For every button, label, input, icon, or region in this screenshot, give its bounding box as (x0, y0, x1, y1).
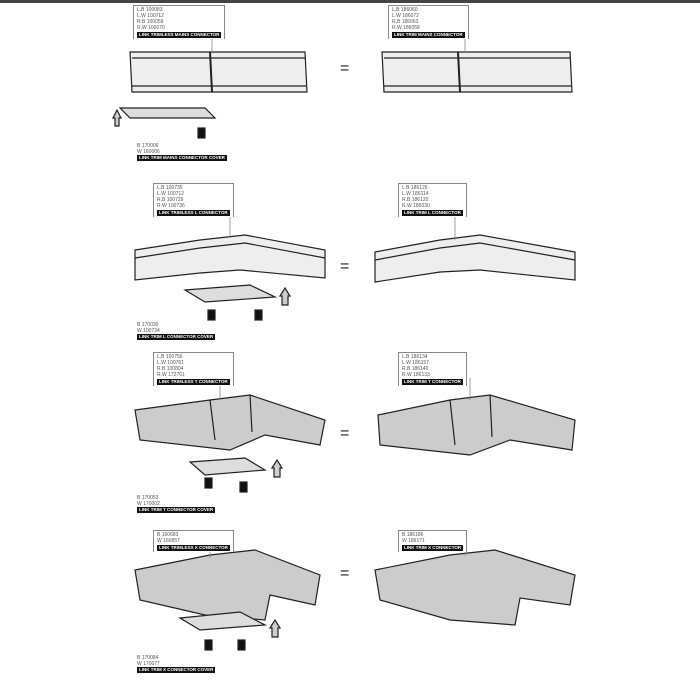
code: R.B 100729 (157, 197, 184, 203)
l-connector-trimless (134, 234, 326, 281)
code: B 170053 (137, 495, 159, 501)
code: L.B 186060 (392, 7, 418, 13)
t-connector-trimless (134, 394, 326, 451)
l-connector-trim (374, 234, 576, 283)
code: R.B 186063 (392, 19, 419, 25)
code: B 170006 (137, 143, 159, 149)
title: LINK TRIMLESS L CONNECTOR (157, 210, 230, 216)
code: W 100734 (137, 328, 160, 334)
t-connector-cover (188, 457, 267, 476)
code: L.B 186134 (402, 354, 428, 360)
x-connector-cover (178, 611, 268, 631)
code: L.B 100735 (157, 185, 183, 191)
code: R.B 100059 (137, 19, 164, 25)
code: L.W 100712 (137, 13, 164, 19)
arrow-up-icon (112, 108, 292, 638)
title: LINK TRIMLESS MAINS CONNECTOR (137, 32, 222, 38)
equals-sign: = (340, 60, 350, 77)
code: W 160857 (157, 538, 180, 544)
code: L.W 100712 (157, 191, 184, 197)
code: B 170030 (137, 322, 159, 328)
x-connector-trimless (134, 549, 321, 621)
title: LINK TRIM MAINS CONNECTOR COVER (137, 155, 227, 161)
code: R.W 186030 (402, 203, 430, 209)
code: R.W 100070 (137, 25, 165, 31)
code: R.B 100804 (157, 366, 184, 372)
t-connector-trim (377, 394, 576, 456)
title: LINK TRIM L CONNECTOR (402, 210, 463, 216)
title: LINK TRIMLESS T CONNECTOR (157, 379, 230, 385)
code: B 170084 (137, 655, 159, 661)
code: R.B 186140 (402, 366, 429, 372)
title: LINK TRIM T CONNECTOR COVER (137, 507, 216, 513)
code: L.W 186114 (402, 191, 429, 197)
code: R.W 172761 (157, 372, 185, 378)
code: R.B 186120 (402, 197, 429, 203)
mains-connector-trim (381, 51, 573, 93)
mains-connector-trimless (129, 51, 308, 93)
equals-sign: = (340, 258, 350, 275)
title: LINK TRIM MAINS CONNECTOR (392, 32, 465, 38)
title: LINK TRIM T CONNECTOR (402, 379, 463, 385)
code: R.W 186133 (402, 372, 430, 378)
code: R.W 100736 (157, 203, 185, 209)
l-connector-cover (183, 284, 278, 303)
screw-icon (197, 127, 263, 651)
code: L.B 100083 (137, 7, 163, 13)
equals-sign: = (340, 565, 350, 582)
code: L.W 100761 (157, 360, 184, 366)
code: W 186171 (402, 538, 425, 544)
code: L.W 186072 (392, 13, 419, 19)
code: B 160683 (157, 532, 179, 538)
code: W 170077 (137, 661, 160, 667)
x-connector-trim (374, 549, 576, 626)
equals-sign: = (340, 425, 350, 442)
title: LINK TRIM X CONNECTOR (402, 545, 464, 551)
code: L.B 100756 (157, 354, 183, 360)
mains-connector-cover (118, 107, 217, 119)
code: L.W 186157 (402, 360, 429, 366)
title: LINK TRIM L CONNECTOR COVER (137, 334, 216, 340)
code: B 186186 (402, 532, 424, 538)
code: W 170002 (137, 501, 160, 507)
title: LINK TRIMLESS X CONNECTOR (157, 545, 230, 551)
code: L.B 186126 (402, 185, 428, 191)
title: LINK TRIM X CONNECTOR COVER (137, 667, 216, 673)
code: W 160006 (137, 149, 160, 155)
code: R.W 186058 (392, 25, 420, 31)
page-top-border (0, 0, 700, 3)
